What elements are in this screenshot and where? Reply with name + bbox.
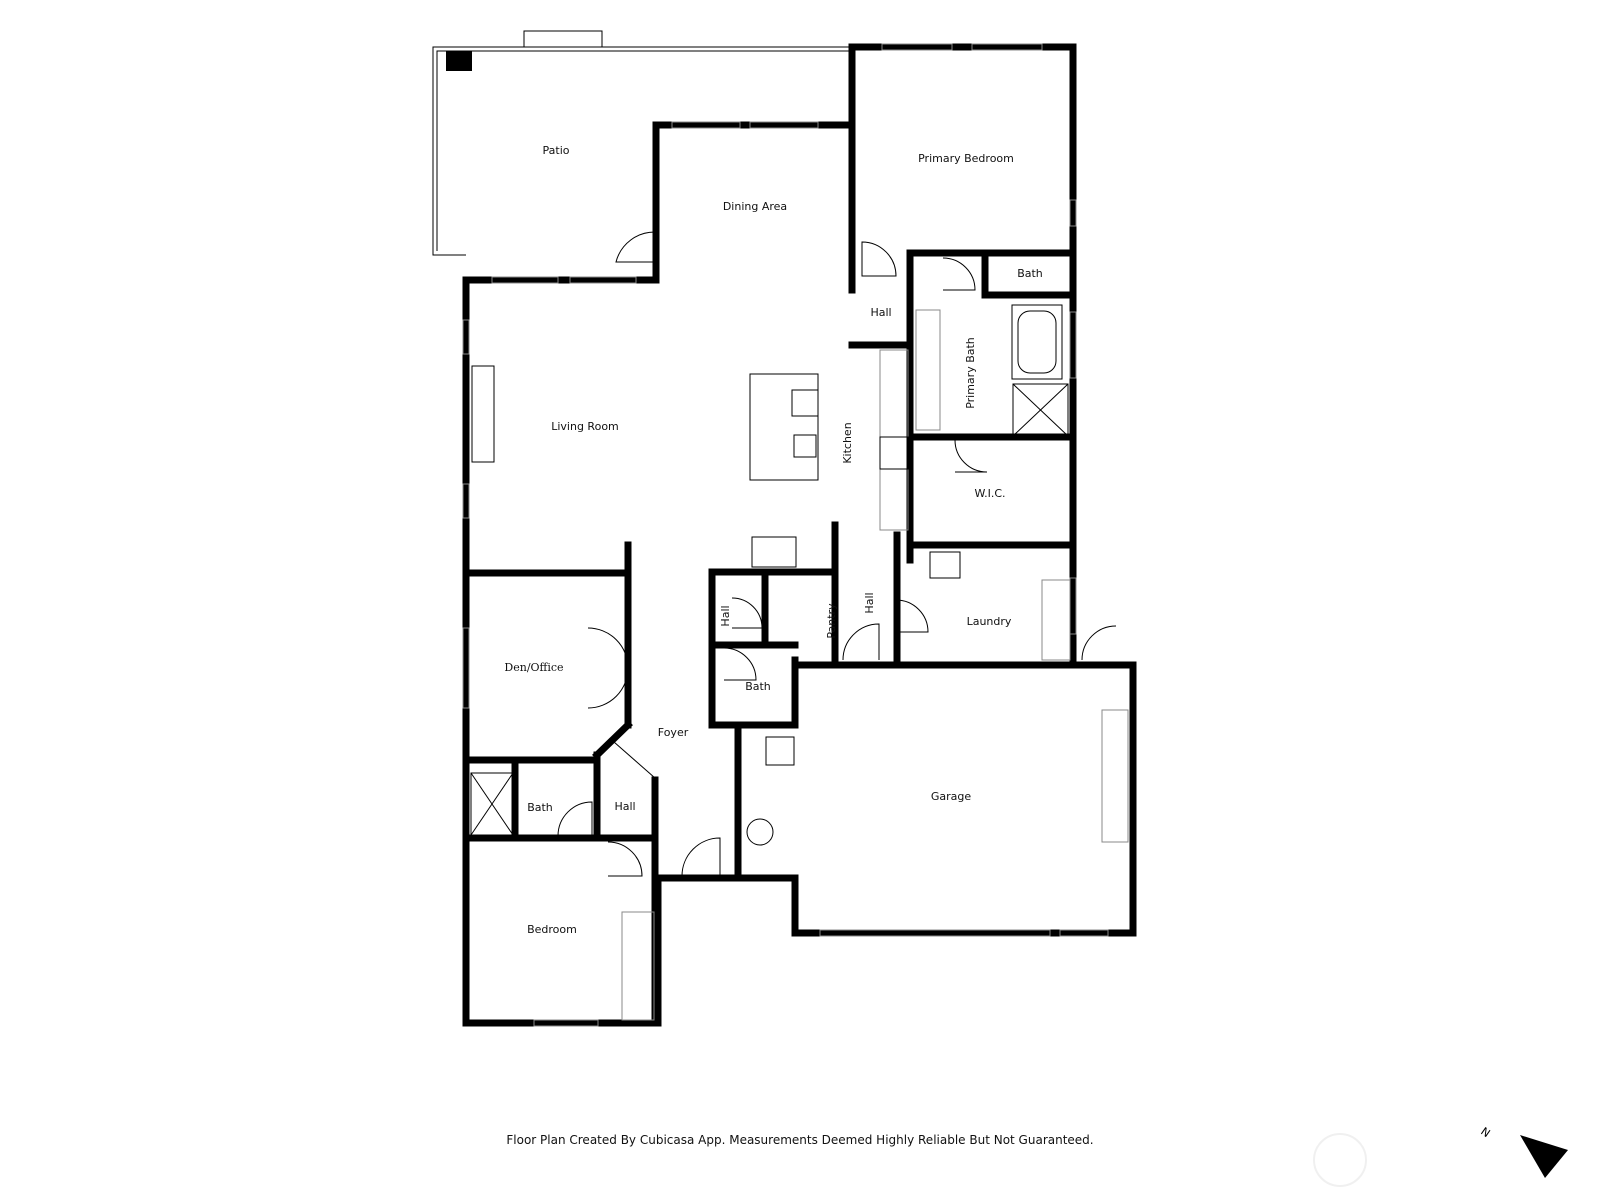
label-den-office: Den/Office [504, 661, 563, 674]
water-heater [746, 818, 774, 846]
label-garage: Garage [931, 790, 972, 803]
room-labels: Patio Dining Area Primary Bedroom Hall B… [504, 144, 1042, 936]
bathtub [1011, 304, 1063, 380]
fixtures [470, 304, 1129, 1021]
kitchen-island [749, 373, 819, 481]
label-bath: Bath [1017, 267, 1043, 280]
label-laundry: Laundry [967, 615, 1012, 628]
label-hall: Hall [719, 605, 732, 626]
doors [557, 231, 1117, 877]
label-hall: Hall [863, 592, 876, 613]
label-primary-bedroom: Primary Bedroom [918, 152, 1014, 165]
walls [462, 43, 1137, 1027]
label-kitchen: Kitchen [841, 422, 854, 463]
label-hall: Hall [870, 306, 891, 319]
label-living-room: Living Room [551, 420, 619, 433]
label-foyer: Foyer [658, 726, 689, 739]
garage-shelf [1101, 709, 1129, 843]
label-patio: Patio [543, 144, 570, 157]
label-bath: Bath [745, 680, 771, 693]
shower [1012, 383, 1069, 437]
label-primary-bath: Primary Bath [964, 337, 977, 409]
label-pantry: Pantry [825, 603, 838, 639]
closet [621, 911, 655, 1021]
label-wic: W.I.C. [974, 487, 1005, 500]
footer-disclaimer: Floor Plan Created By Cubicasa App. Meas… [506, 1133, 1094, 1147]
washer [929, 551, 961, 579]
shower-guest [470, 772, 514, 836]
kitchen-sink-counter [751, 536, 797, 568]
label-bedroom: Bedroom [527, 923, 577, 936]
label-dining-area: Dining Area [723, 200, 787, 213]
stove-icon [879, 436, 909, 470]
fireplace [471, 365, 495, 463]
vanity [915, 309, 941, 431]
laundry-shelf [1041, 579, 1071, 661]
label-hall: Hall [614, 800, 635, 813]
patio-outline [432, 30, 852, 256]
label-bath: Bath [527, 801, 553, 814]
